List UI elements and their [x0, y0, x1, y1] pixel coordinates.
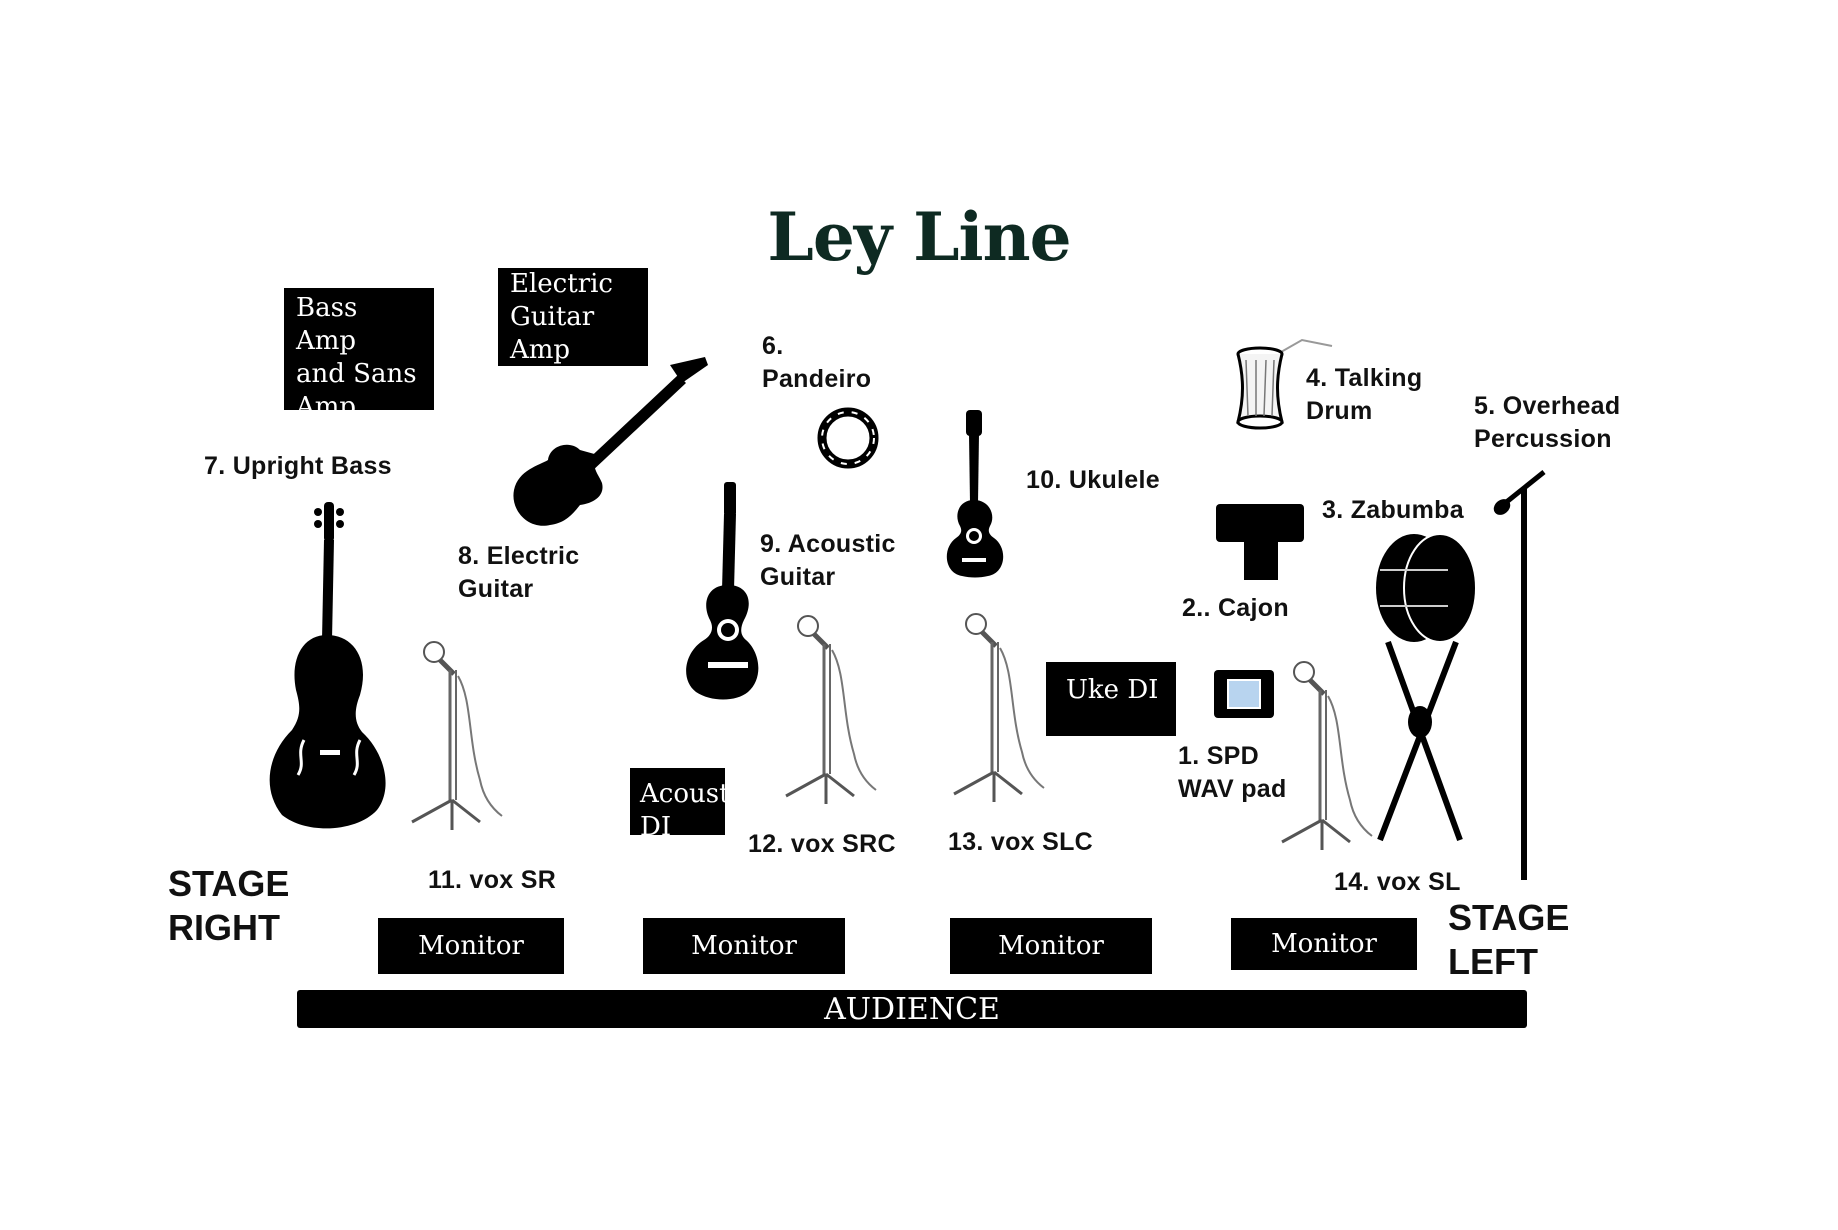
label-overhead: 5. Overhead Percussion [1474, 392, 1621, 453]
monitor-3: Monitor [950, 918, 1152, 974]
uke-di-box: Uke DI [1046, 662, 1176, 736]
electric-guitar-icon [513, 357, 708, 526]
acoustic-di-box: Acousti DI [630, 768, 725, 835]
spd-pad-icon [1214, 670, 1274, 718]
band-title: Ley Line [767, 198, 1071, 276]
label-vox-slc: 13. vox SLC [948, 828, 1094, 856]
label-cajon: 2.. Cajon [1182, 594, 1289, 622]
label-acoustic-guitar: 9. Acoustic Guitar [760, 530, 896, 591]
mic-stand-src-icon [785, 615, 877, 804]
zabumba-icon [1376, 533, 1477, 842]
mic-stand-sr-icon [411, 641, 503, 830]
monitor-1: Monitor [378, 918, 564, 974]
label-talking-drum: 4. Talking Drum [1306, 364, 1423, 425]
monitor-4: Monitor [1231, 918, 1417, 970]
monitor-2: Monitor [643, 918, 845, 974]
label-upright-bass: 7. Upright Bass [204, 452, 392, 480]
audience-bar: AUDIENCE [297, 990, 1527, 1028]
overhead-mic-icon [1493, 470, 1546, 880]
label-electric-guitar: 8. Electric Guitar [458, 542, 580, 603]
label-vox-sr: 11. vox SR [428, 866, 557, 894]
bass-amp-box: Bass Amp and Sans Amp [284, 288, 434, 410]
cajon-icon [1216, 504, 1304, 580]
label-zabumba: 3. Zabumba [1322, 496, 1464, 524]
acoustic-guitar-icon [686, 482, 759, 700]
ukulele-icon [946, 410, 1004, 578]
label-spd: 1. SPD WAV pad [1178, 742, 1287, 803]
stage-right-label: STAGE RIGHT [168, 863, 290, 948]
talking-drum-icon [1236, 338, 1333, 430]
label-vox-src: 12. vox SRC [748, 830, 896, 858]
mic-stand-slc-icon [953, 613, 1045, 802]
pandeiro-icon [817, 407, 879, 469]
guitar-amp-box: Electric Guitar Amp [498, 268, 648, 366]
mic-stand-sl-icon [1281, 661, 1373, 850]
label-ukulele: 10. Ukulele [1026, 466, 1160, 494]
upright-bass-icon [269, 502, 386, 829]
stage-left-label: STAGE LEFT [1448, 897, 1570, 982]
label-pandeiro: 6. Pandeiro [762, 332, 872, 393]
label-vox-sl: 14. vox SL [1334, 868, 1461, 896]
